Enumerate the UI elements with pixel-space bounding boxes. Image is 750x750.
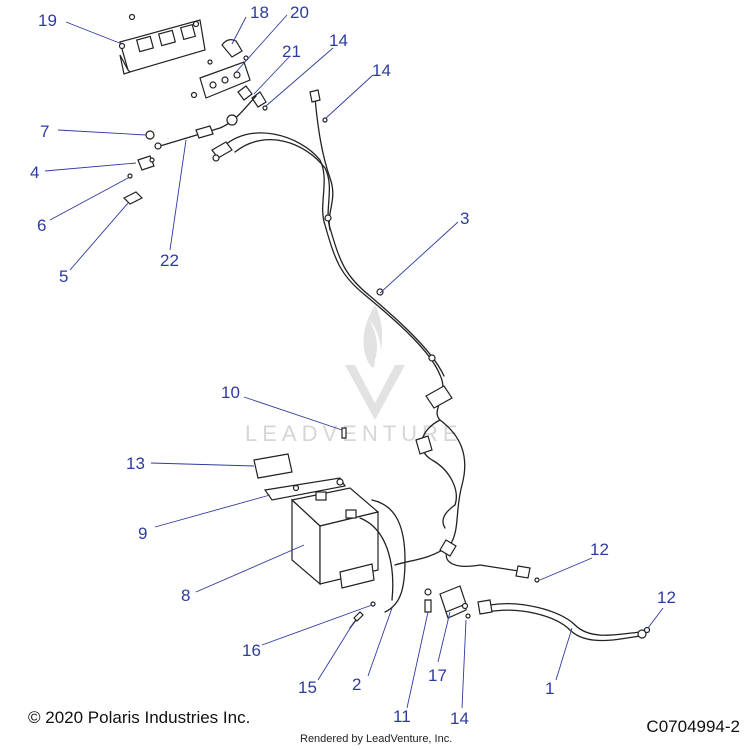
- callout-12-a: 12: [590, 540, 609, 559]
- callout-21: 21: [282, 42, 301, 61]
- callout-labels: 19 18 20 21 14 14 7 4 6 5 22 3 10 13 9 8…: [30, 3, 676, 728]
- screw-6: [127, 173, 133, 179]
- fuse-block-20: [190, 55, 251, 99]
- watermark-logo: [345, 305, 405, 420]
- leader-lines: [44, 14, 664, 709]
- battery-8: [290, 487, 380, 589]
- callout-14-c: 14: [450, 709, 469, 728]
- nut-12-mid: [534, 577, 540, 583]
- nut-14-upper-a: [262, 105, 268, 111]
- callout-10: 10: [221, 383, 240, 402]
- nut-12-right: [643, 626, 651, 634]
- callout-1: 1: [545, 679, 554, 698]
- callout-9: 9: [138, 524, 147, 543]
- cable-22: [154, 95, 257, 150]
- callout-22: 22: [160, 251, 179, 270]
- wire-harness-3: [211, 89, 531, 579]
- callout-19: 19: [38, 11, 57, 30]
- cable-2: [359, 499, 406, 613]
- callout-14-a: 14: [329, 31, 348, 50]
- callout-17: 17: [428, 666, 447, 685]
- callout-6: 6: [37, 216, 46, 235]
- pad-13: [253, 453, 293, 479]
- diagram-code: C0704994-2: [646, 717, 740, 736]
- callout-14-b: 14: [372, 61, 391, 80]
- callout-15: 15: [298, 678, 317, 697]
- callout-20: 20: [290, 3, 309, 22]
- connector-21: [237, 85, 267, 108]
- hold-down-9: [263, 477, 346, 501]
- callout-13: 13: [126, 454, 145, 473]
- callout-8: 8: [181, 586, 190, 605]
- relay-17: [439, 585, 467, 619]
- callout-3: 3: [460, 209, 469, 228]
- nut-14-lower: [461, 602, 471, 619]
- bolt-11: [424, 588, 432, 613]
- callout-4: 4: [30, 163, 39, 182]
- cable-1: [477, 599, 647, 642]
- rendered-by-text: Rendered by LeadVenture, Inc.: [300, 733, 453, 745]
- relay-18: [221, 39, 243, 58]
- callout-12-b: 12: [657, 588, 676, 607]
- plate-5: [122, 191, 144, 205]
- callout-7: 7: [40, 122, 49, 141]
- clamp-4: [137, 155, 155, 171]
- callout-16: 16: [242, 641, 261, 660]
- callout-18: 18: [250, 3, 269, 22]
- nut-7: [145, 130, 155, 140]
- bracket-19: [118, 13, 206, 75]
- bolt-10: [341, 427, 347, 439]
- callout-11: 11: [393, 707, 411, 726]
- nut-14-upper-b: [322, 117, 328, 123]
- callout-5: 5: [59, 267, 68, 286]
- callout-2: 2: [352, 675, 361, 694]
- copyright-text: © 2020 Polaris Industries Inc.: [28, 708, 251, 727]
